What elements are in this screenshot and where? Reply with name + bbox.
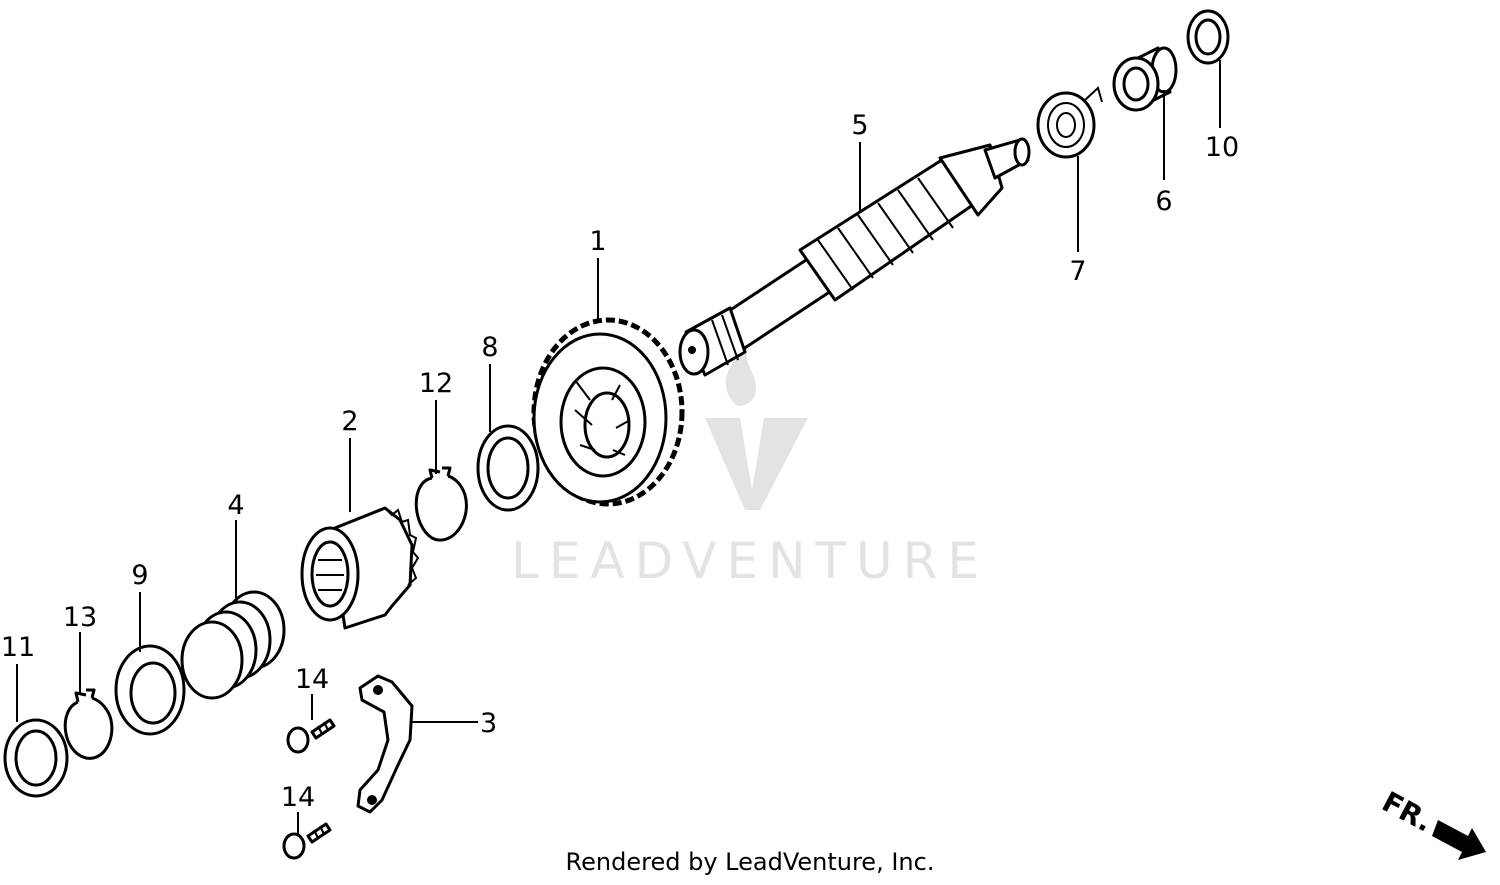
leadventure-watermark: LEADVENTURE [511,348,989,590]
part-1-gear[interactable] [531,317,685,507]
part-3-stopper-plate[interactable] [356,674,414,814]
front-direction-arrow-icon [1432,820,1486,860]
part-14-bolt-upper[interactable] [286,718,336,754]
callout-11: 11 [1,632,35,663]
callout-5: 5 [851,110,868,141]
callout-7: 7 [1069,256,1086,287]
callout-2: 2 [341,406,358,437]
watermark-logo-icon [705,348,808,510]
callout-8: 8 [481,332,498,363]
part-10-washer[interactable] [1186,9,1230,65]
part-8-washer[interactable] [476,424,540,512]
callout-14-upper: 14 [295,664,329,695]
part-11-washer[interactable] [3,718,69,798]
callout-1: 1 [589,226,606,257]
callout-3: 3 [480,708,497,739]
render-credit: Rendered by LeadVenture, Inc. [566,848,935,876]
callout-4: 4 [227,490,244,521]
part-13-circlip[interactable] [63,688,114,760]
callout-10: 10 [1205,132,1239,163]
watermark-text: LEADVENTURE [511,532,989,590]
part-5-shaft[interactable] [678,137,1031,377]
part-12-circlip[interactable] [414,466,468,542]
callout-14-lower: 14 [281,782,315,813]
leader-lines [16,60,1221,834]
callout-6: 6 [1155,186,1172,217]
callout-labels: 1 2 3 4 5 6 7 8 9 10 11 12 13 14 14 [1,110,1239,813]
callout-12: 12 [419,368,453,399]
part-4-spring[interactable] [180,590,286,700]
callout-9: 9 [131,560,148,591]
part-2-ratchet[interactable] [300,506,420,630]
front-direction-marker: FR. [1377,785,1486,860]
part-14-bolt-lower[interactable] [282,822,332,860]
part-7-torsion-spring[interactable] [1036,86,1103,159]
part-9-seal[interactable] [114,644,186,736]
front-direction-label: FR. [1377,785,1438,838]
part-6-collar[interactable] [1112,46,1178,112]
callout-13: 13 [63,602,97,633]
